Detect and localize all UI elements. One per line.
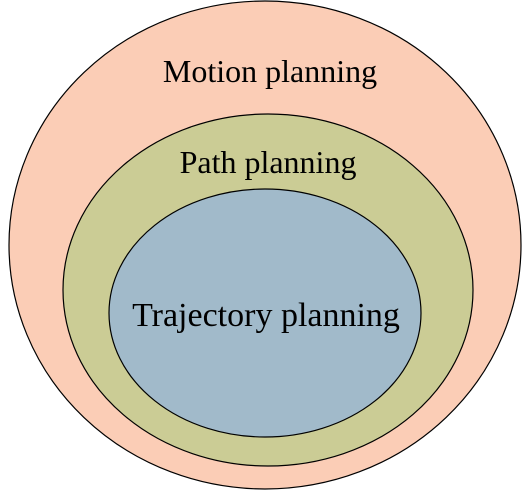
trajectory-planning-ellipse <box>108 188 422 438</box>
path-planning-label: Path planning <box>180 144 357 180</box>
trajectory-planning-region: Trajectory planning <box>108 188 422 438</box>
motion-planning-label: Motion planning <box>163 53 377 89</box>
trajectory-planning-label: Trajectory planning <box>132 297 400 334</box>
